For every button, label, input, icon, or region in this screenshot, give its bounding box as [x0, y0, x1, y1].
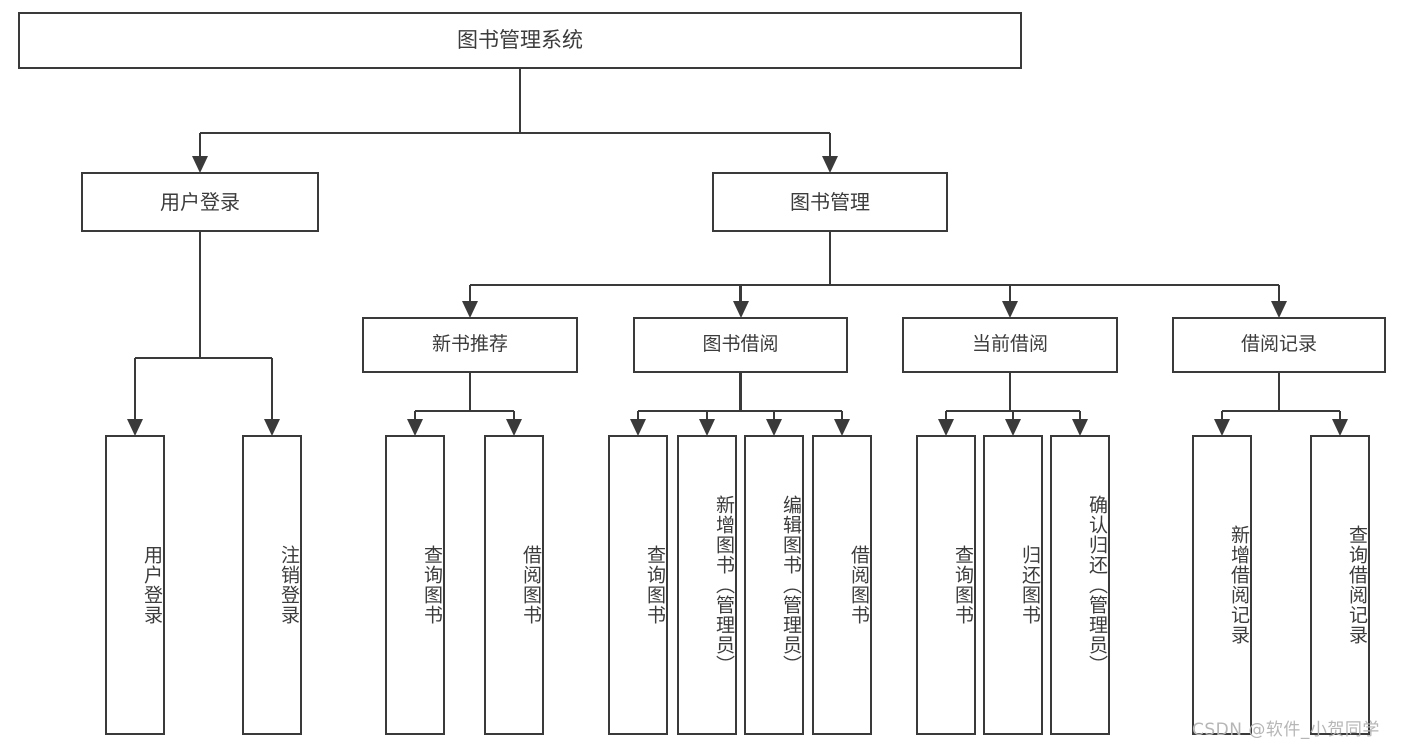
arrowhead-borrow-record [1271, 301, 1287, 318]
edge-drop-new-book-rec [468, 285, 472, 302]
arrowhead-leaf-user-login [127, 419, 143, 436]
node-new-book-recommend[interactable]: 新书推荐 [362, 317, 578, 373]
edge-stem-book-manage [828, 232, 832, 285]
edge-drop-leaf-query-book-2 [636, 411, 640, 420]
node-leaf-query-book-2[interactable]: 查询图书 [608, 435, 668, 735]
arrowhead-leaf-query-book-3 [938, 419, 954, 436]
arrowhead-leaf-add-book [699, 419, 715, 436]
arrowhead-leaf-user-logout [264, 419, 280, 436]
node-label: 图书借阅 [702, 333, 779, 356]
node-leaf-confirm-return[interactable]: 确认归还（管理员） [1050, 435, 1110, 735]
edge-stem-new-book-rec [468, 373, 472, 411]
edge-stem-user-login [198, 232, 202, 358]
edge-bus-book-manage [470, 283, 1279, 287]
edge-drop-leaf-confirm-return [1078, 411, 1082, 420]
arrowhead-leaf-query-book-1 [407, 419, 423, 436]
node-label: 查询图书 [952, 545, 974, 625]
node-label: 查询借阅记录 [1346, 525, 1368, 645]
edge-drop-leaf-borrow-book-1 [512, 411, 516, 420]
edge-drop-book-manage [828, 133, 832, 157]
edge-drop-leaf-query-book-3 [944, 411, 948, 420]
edge-stem-current-borrow [1008, 373, 1012, 411]
node-leaf-add-borrow-record[interactable]: 新增借阅记录 [1192, 435, 1252, 735]
edge-drop-leaf-add-book [705, 411, 709, 420]
node-label: 归还图书 [1019, 545, 1041, 625]
node-label: 图书管理 [790, 189, 870, 214]
edge-drop-book-borrow [739, 285, 742, 302]
edge-stem-book-borrow [739, 373, 742, 411]
node-label: 查询图书 [421, 545, 443, 625]
edge-bus-book-borrow [638, 409, 842, 413]
node-label: 新书推荐 [431, 333, 508, 356]
node-leaf-user-logout[interactable]: 注销登录 [242, 435, 302, 735]
arrowhead-leaf-query-book-2 [630, 419, 646, 436]
node-user-login[interactable]: 用户登录 [81, 172, 319, 232]
arrowhead-new-book-rec [462, 301, 478, 318]
node-leaf-query-book-3[interactable]: 查询图书 [916, 435, 976, 735]
node-current-borrow[interactable]: 当前借阅 [902, 317, 1118, 373]
arrowhead-leaf-query-record [1332, 419, 1348, 436]
node-label: 用户登录 [160, 189, 240, 214]
node-label: 借阅记录 [1240, 333, 1317, 356]
arrowhead-book-manage [822, 156, 838, 173]
node-leaf-user-login[interactable]: 用户登录 [105, 435, 165, 735]
node-label: 新增借阅记录 [1228, 525, 1250, 645]
arrowhead-leaf-confirm-return [1072, 419, 1088, 436]
node-label: 编辑图书（管理员） [780, 495, 802, 675]
node-label: 新增图书（管理员） [713, 495, 735, 675]
node-leaf-add-book[interactable]: 新增图书（管理员） [677, 435, 737, 735]
node-label: 确认归还（管理员） [1086, 495, 1108, 675]
arrowhead-user-login [192, 156, 208, 173]
node-label: 查询图书 [644, 545, 666, 625]
edge-drop-leaf-borrow-book-2 [840, 411, 844, 420]
node-leaf-query-borrow-record[interactable]: 查询借阅记录 [1310, 435, 1370, 735]
edge-drop-leaf-query-record [1338, 411, 1342, 420]
edge-drop-leaf-return-book [1011, 411, 1015, 420]
edge-bus-root [200, 131, 830, 135]
node-root[interactable]: 图书管理系统 [18, 12, 1022, 69]
edge-bus-user-login [135, 356, 272, 360]
arrowhead-leaf-edit-book [766, 419, 782, 436]
arrowhead-book-borrow [732, 301, 749, 318]
edge-stem-borrow-record [1277, 373, 1281, 411]
edge-drop-borrow-record [1277, 285, 1281, 302]
edge-stem-root [518, 69, 522, 133]
csdn-watermark: CSDN @软件_小贺同学 [1192, 720, 1380, 740]
edge-drop-leaf-edit-book [772, 411, 776, 420]
node-leaf-borrow-book-2[interactable]: 借阅图书 [812, 435, 872, 735]
edge-drop-leaf-user-login [133, 358, 137, 420]
node-label: 当前借阅 [971, 333, 1048, 356]
arrowhead-leaf-borrow-book-1 [506, 419, 522, 436]
edge-drop-leaf-user-logout [270, 358, 274, 420]
edge-bus-borrow-record [1222, 409, 1340, 413]
node-label: 图书管理系统 [457, 28, 583, 53]
node-book-borrow[interactable]: 图书借阅 [633, 317, 848, 373]
node-leaf-edit-book[interactable]: 编辑图书（管理员） [744, 435, 804, 735]
edge-drop-leaf-add-record [1220, 411, 1224, 420]
node-borrow-record[interactable]: 借阅记录 [1172, 317, 1386, 373]
arrowhead-leaf-borrow-book-2 [834, 419, 850, 436]
node-leaf-borrow-book-1[interactable]: 借阅图书 [484, 435, 544, 735]
node-leaf-query-book-1[interactable]: 查询图书 [385, 435, 445, 735]
node-label: 用户登录 [141, 545, 163, 625]
edge-drop-leaf-query-book-1 [413, 411, 417, 420]
node-label: 借阅图书 [848, 545, 870, 625]
node-label: 借阅图书 [520, 545, 542, 625]
arrowhead-leaf-return-book [1005, 419, 1021, 436]
edge-drop-current-borrow [1008, 285, 1012, 302]
node-leaf-return-book[interactable]: 归还图书 [983, 435, 1043, 735]
edge-bus-new-book-rec [415, 409, 514, 413]
edge-drop-user-login [198, 133, 202, 157]
arrowhead-current-borrow [1002, 301, 1018, 318]
arrowhead-leaf-add-record [1214, 419, 1230, 436]
node-book-manage[interactable]: 图书管理 [712, 172, 948, 232]
node-label: 注销登录 [278, 545, 300, 625]
